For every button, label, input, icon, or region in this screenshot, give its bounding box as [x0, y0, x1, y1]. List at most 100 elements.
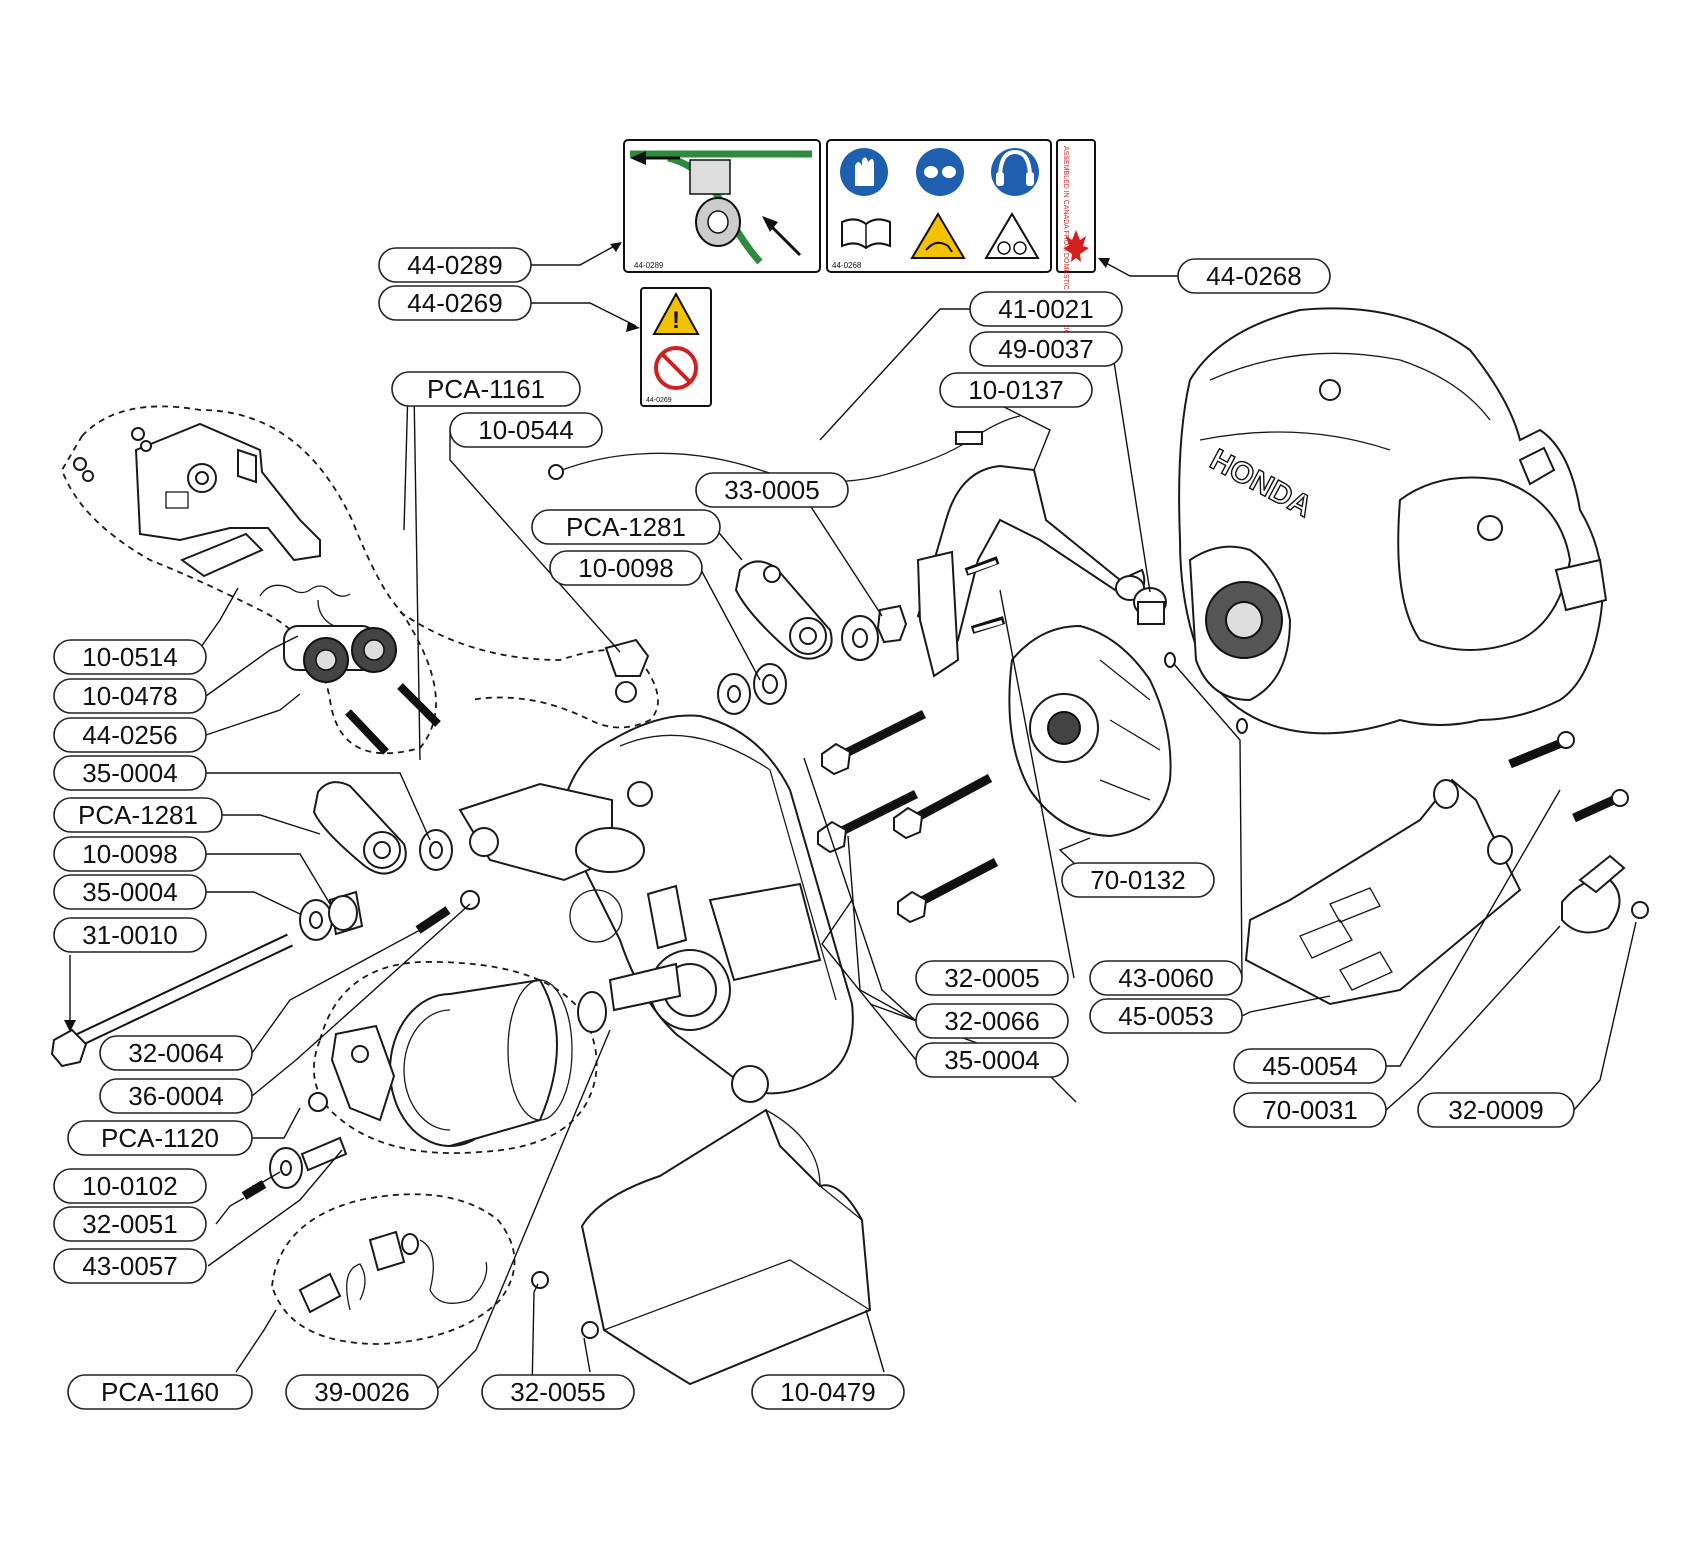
svg-text:10-0102: 10-0102: [82, 1171, 177, 1201]
callout-45-0053[interactable]: 45-0053: [1089, 998, 1243, 1034]
bolt-32-0051: [241, 1092, 328, 1200]
decal-44-0269-warning: ! 44-0269: [640, 287, 712, 407]
washer-35-0004-b: [299, 899, 333, 941]
bolt-45-0054: [1508, 731, 1629, 823]
entanglement-warning-icon: [984, 212, 1040, 259]
callout-10-0478[interactable]: 10-0478: [53, 678, 207, 714]
callout-32-0009[interactable]: 32-0009: [1417, 1092, 1575, 1128]
decal-44-0268-code: 44-0268: [832, 261, 862, 270]
callout-44-0268[interactable]: 44-0268: [1177, 258, 1331, 294]
pulley-group-outline: [313, 961, 598, 1154]
svg-text:32-0064: 32-0064: [128, 1038, 223, 1068]
callout-35-0004-b[interactable]: 35-0004: [53, 874, 207, 910]
callout-70-0132[interactable]: 70-0132: [1061, 862, 1215, 898]
callout-10-0098-left[interactable]: 10-0098: [53, 836, 207, 872]
callout-32-0064[interactable]: 32-0064: [99, 1035, 253, 1071]
svg-text:10-0478: 10-0478: [82, 681, 177, 711]
clutch-70-0132: [1008, 624, 1172, 838]
throttle-cable-41-0021: [548, 415, 1021, 483]
callout-32-0005[interactable]: 32-0005: [915, 960, 1069, 996]
callout-10-0137[interactable]: 10-0137: [939, 372, 1093, 408]
svg-text:31-0010: 31-0010: [82, 920, 177, 950]
svg-text:49-0037: 49-0037: [998, 334, 1093, 364]
svg-text:32-0005: 32-0005: [944, 963, 1039, 993]
idler-bolts: [345, 683, 441, 755]
pca-1161-group-outline: [61, 405, 437, 755]
ear-protection-icon: [991, 148, 1039, 196]
callout-32-0066[interactable]: 32-0066: [915, 1003, 1069, 1039]
svg-text:32-0051: 32-0051: [82, 1209, 177, 1239]
svg-text:44-0256: 44-0256: [82, 720, 177, 750]
callout-44-0256[interactable]: 44-0256: [53, 717, 207, 753]
axle-31-0010: [50, 933, 293, 1068]
callout-31-0010[interactable]: 31-0010: [53, 917, 207, 953]
callout-44-0269[interactable]: 44-0269: [378, 285, 532, 321]
svg-text:41-0021: 41-0021: [998, 294, 1093, 324]
callout-43-0060[interactable]: 43-0060: [1089, 960, 1243, 996]
idler-spring: [259, 584, 351, 627]
callout-41-0021[interactable]: 41-0021: [969, 291, 1123, 327]
callout-49-0037[interactable]: 49-0037: [969, 331, 1123, 367]
svg-text:35-0004: 35-0004: [82, 877, 177, 907]
callout-pca-1120[interactable]: PCA-1120: [67, 1120, 253, 1156]
screw-32-0055-b: [581, 1321, 599, 1339]
svg-text:10-0098: 10-0098: [82, 839, 177, 869]
decal-44-0269-code: 44-0269: [646, 397, 672, 404]
svg-text:33-0005: 33-0005: [724, 475, 819, 505]
svg-text:45-0054: 45-0054: [1262, 1051, 1357, 1081]
svg-text:32-0066: 32-0066: [944, 1006, 1039, 1036]
svg-text:PCA-1160: PCA-1160: [101, 1377, 219, 1407]
key-block-pca-1120: [330, 1024, 396, 1122]
svg-text:44-0268: 44-0268: [1206, 261, 1301, 291]
washer-35-0004-a: [419, 829, 453, 871]
bolt-32-0005-b: [970, 616, 1006, 634]
bolt-32-0005-a: [964, 556, 1000, 576]
callout-33-0005[interactable]: 33-0005: [695, 472, 849, 508]
svg-text:10-0479: 10-0479: [780, 1377, 875, 1407]
svg-text:43-0060: 43-0060: [1118, 963, 1213, 993]
read-manual-icon: [841, 218, 891, 250]
svg-text:PCA-1161: PCA-1161: [427, 374, 545, 404]
washer-35-0004-c: [717, 673, 751, 715]
callout-43-0057[interactable]: 43-0057: [53, 1248, 207, 1284]
bolt-32-0064: [415, 890, 480, 934]
callout-45-0054[interactable]: 45-0054: [1233, 1048, 1387, 1084]
pca-1160-group-outline: [271, 1193, 516, 1345]
callout-pca-1281-upper[interactable]: PCA-1281: [531, 509, 721, 545]
svg-text:32-0009: 32-0009: [1448, 1095, 1543, 1125]
screw-32-0009: [1631, 901, 1649, 919]
callout-10-0479[interactable]: 10-0479: [751, 1374, 905, 1410]
decal-canada-assembled: ASSEMBLED IN CANADA FROM DOMESTIC AND FO…: [1056, 139, 1096, 365]
callout-10-0098-upper[interactable]: 10-0098: [549, 550, 703, 586]
callout-36-0004[interactable]: 36-0004: [99, 1078, 253, 1114]
screw-32-0055-a: [531, 1271, 549, 1289]
svg-text:35-0004: 35-0004: [82, 758, 177, 788]
callout-10-0544[interactable]: 10-0544: [449, 412, 603, 448]
key-43-0057: [300, 1136, 348, 1172]
callout-pca-1281-left[interactable]: PCA-1281: [53, 797, 223, 833]
svg-text:10-0137: 10-0137: [968, 375, 1063, 405]
callout-44-0289[interactable]: 44-0289: [378, 247, 532, 283]
callout-32-0051[interactable]: 32-0051: [53, 1206, 207, 1242]
washer-33-0005: [841, 604, 908, 661]
decal-44-0289-belt-direction: 44-0289: [623, 139, 821, 273]
cable-clip-10-0544: [604, 638, 650, 703]
exclamation-glyph: !: [672, 307, 680, 334]
callout-10-0514[interactable]: 10-0514: [53, 639, 207, 675]
belt-guard-10-0479: [580, 1108, 872, 1386]
base-plate-45-0053: [1244, 778, 1522, 1006]
plug-49-0037: [1133, 587, 1167, 625]
callout-35-0004-a[interactable]: 35-0004: [53, 755, 207, 791]
callout-35-0004-c[interactable]: 35-0004: [915, 1042, 1069, 1078]
svg-text:44-0269: 44-0269: [407, 288, 502, 318]
handle-assembly-pca-1160: [298, 1230, 488, 1314]
callout-10-0102[interactable]: 10-0102: [53, 1168, 207, 1204]
callout-32-0055[interactable]: 32-0055: [481, 1374, 635, 1410]
callout-70-0031[interactable]: 70-0031: [1233, 1092, 1387, 1128]
warning-triangle-icon: [652, 291, 700, 335]
callout-pca-1160[interactable]: PCA-1160: [67, 1374, 253, 1410]
callout-39-0026[interactable]: 39-0026: [285, 1374, 439, 1410]
svg-text:39-0026: 39-0026: [314, 1377, 409, 1407]
callout-pca-1161[interactable]: PCA-1161: [391, 371, 581, 407]
decal-44-0268-safety: 44-0268: [826, 139, 1052, 273]
